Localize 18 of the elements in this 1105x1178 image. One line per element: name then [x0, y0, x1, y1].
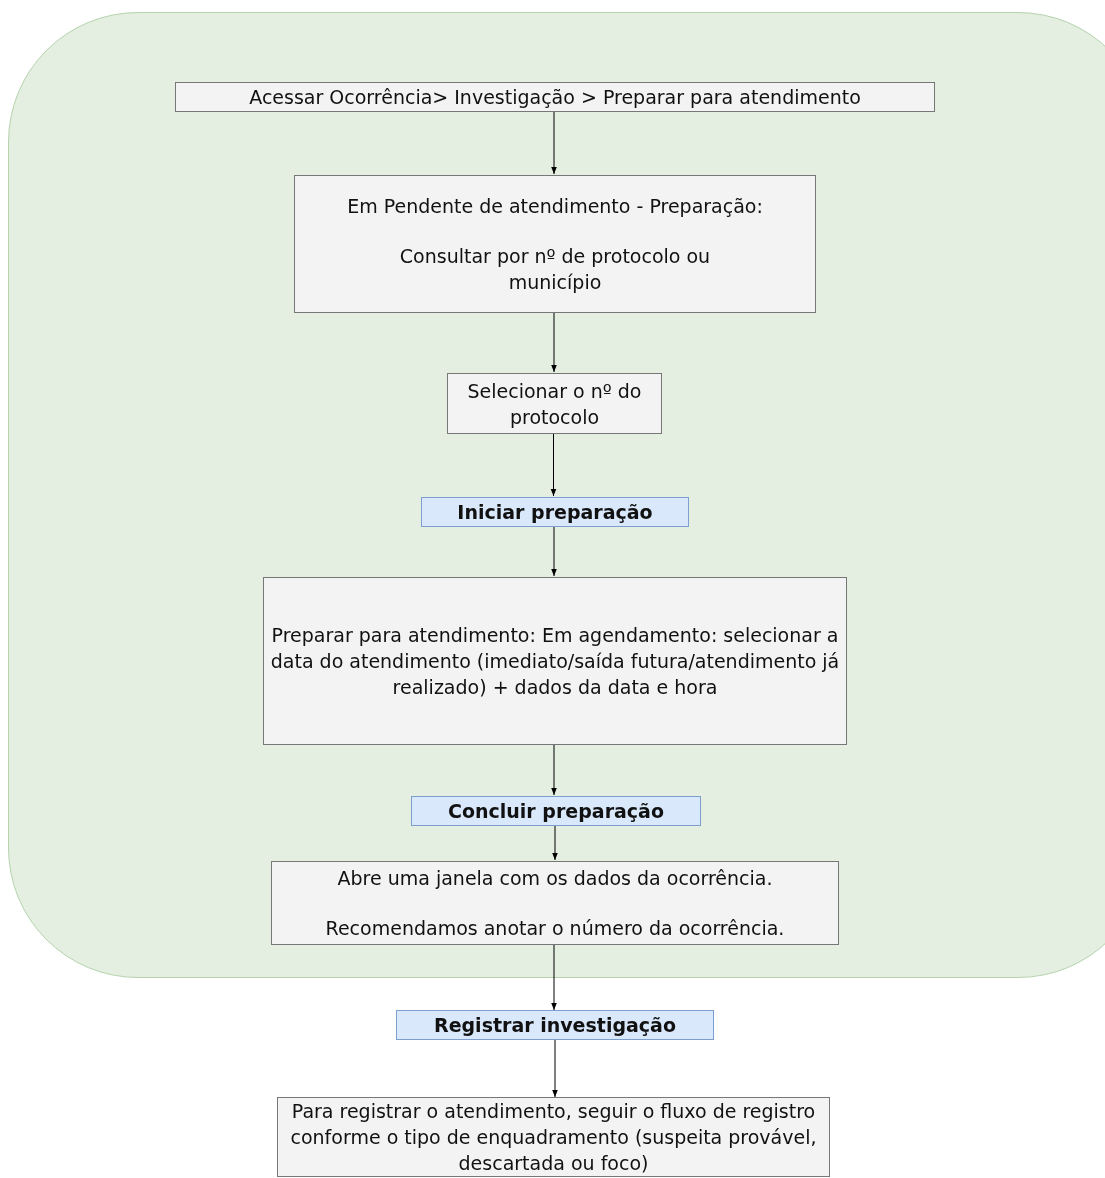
process-box: Em Pendente de atendimento - Preparação: Consultar por nº de protocolo ou município [294, 175, 816, 313]
arrow [551, 525, 557, 577]
arrow [551, 110, 557, 175]
arrow [550, 432, 557, 497]
arrow [551, 743, 557, 796]
arrow [552, 824, 558, 861]
arrow [551, 943, 557, 1011]
arrow [552, 1039, 558, 1098]
arrow [551, 311, 557, 373]
action-label-box: Concluir preparação [411, 796, 701, 826]
action-label-box: Iniciar preparação [421, 497, 689, 527]
process-box: Abre uma janela com os dados da ocorrência. Recomendamos anotar o número da ocorrência. [271, 861, 839, 945]
action-label-box: Registrar investigação [396, 1010, 714, 1040]
process-box: Para registrar o atendimento, seguir o fluxo de registro conforme o tipo de enquadramento (suspeita provável, descartada ou foco) [277, 1097, 830, 1177]
process-box: Acessar Ocorrência> Investigação > Preparar para atendimento [175, 82, 935, 112]
process-box: Preparar para atendimento: Em agendamento: selecionar a data do atendimento (imediato/saída futura/atendimento já realizado) + dados da data e hora [263, 577, 847, 745]
group-background [8, 12, 1105, 978]
process-box: Selecionar o nº do protocolo [447, 373, 662, 434]
